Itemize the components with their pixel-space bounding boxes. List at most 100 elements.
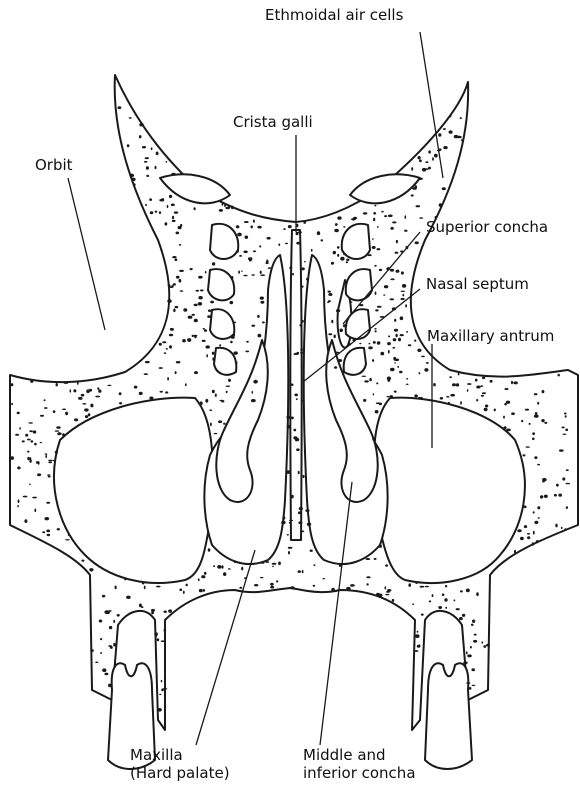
stipple-dot <box>55 451 58 454</box>
stipple-dot <box>388 350 390 354</box>
stipple-dot <box>405 215 407 219</box>
stipple-dot <box>169 334 173 337</box>
stipple-dot <box>394 391 397 393</box>
stipple-dot <box>535 412 538 415</box>
stipple-dot <box>417 645 421 648</box>
stipple-dot <box>401 298 405 300</box>
stipple-dot <box>386 591 390 593</box>
stipple-dot <box>559 449 564 451</box>
stipple-dot <box>91 649 94 652</box>
stipple-dot <box>566 506 568 509</box>
stipple-dot <box>171 204 175 207</box>
stipple-dot <box>44 517 49 520</box>
right-tooth <box>425 663 472 769</box>
stipple-dot <box>81 560 84 562</box>
stipple-dot <box>212 390 215 393</box>
stipple-dot <box>486 644 490 647</box>
stipple-dot <box>471 624 474 626</box>
stipple-dot <box>222 203 224 206</box>
stipple-dot <box>334 335 336 339</box>
stipple-dot <box>457 136 462 139</box>
stipple-dot <box>164 611 167 613</box>
label-middle-concha-line1: Middle and <box>303 747 386 764</box>
stipple-dot <box>265 561 269 563</box>
stipple-dot <box>532 432 535 435</box>
stipple-dot <box>340 329 343 333</box>
stipple-dot <box>313 585 316 587</box>
stipple-dot <box>164 629 166 633</box>
stipple-dot <box>534 521 538 524</box>
stipple-dot <box>376 402 380 404</box>
stipple-dot <box>251 225 253 228</box>
stipple-dot <box>171 285 174 287</box>
stipple-dot <box>466 589 470 593</box>
stipple-dot <box>198 302 203 306</box>
stipple-dot <box>126 596 131 599</box>
stipple-dot <box>421 614 424 616</box>
stipple-dot <box>554 494 557 497</box>
stipple-dot <box>48 476 51 478</box>
stipple-dot <box>460 401 462 404</box>
stipple-dot <box>289 522 291 524</box>
stipple-dot <box>416 205 421 207</box>
stipple-dot <box>206 345 210 348</box>
stipple-dot <box>33 430 37 433</box>
stipple-dot <box>333 251 336 255</box>
stipple-dot <box>179 270 184 272</box>
stipple-dot <box>396 240 398 243</box>
stipple-dot <box>446 396 449 398</box>
stipple-dot <box>119 392 122 395</box>
stipple-dot <box>98 389 101 392</box>
stipple-dot <box>414 340 416 342</box>
stipple-dot <box>259 245 261 247</box>
stipple-dot <box>144 586 146 590</box>
stipple-dot <box>414 394 418 397</box>
stipple-dot <box>373 218 375 222</box>
stipple-dot <box>139 123 143 126</box>
stipple-dot <box>523 506 526 509</box>
stipple-dot <box>542 390 545 393</box>
stipple-dot <box>340 257 344 261</box>
stipple-dot <box>299 507 303 510</box>
stipple-dot <box>475 379 478 382</box>
stipple-dot <box>306 278 309 281</box>
stipple-dot <box>381 211 383 213</box>
stipple-dot <box>231 206 234 210</box>
stipple-dot <box>224 205 226 207</box>
stipple-dot <box>369 378 372 381</box>
label-maxilla-line1: Maxilla <box>130 747 183 764</box>
stipple-dot <box>405 304 407 307</box>
stipple-dot <box>278 562 281 566</box>
stipple-dot <box>260 297 264 300</box>
stipple-dot <box>337 254 339 257</box>
stipple-dot <box>394 319 396 322</box>
stipple-dot <box>212 352 215 355</box>
stipple-dot <box>183 308 187 311</box>
stipple-dot <box>406 331 408 333</box>
stipple-dot <box>561 527 563 529</box>
stipple-dot <box>449 130 453 133</box>
stipple-dot <box>366 558 371 560</box>
stipple-dot <box>70 389 72 392</box>
stipple-dot <box>434 154 438 158</box>
stipple-dot <box>443 128 446 130</box>
stipple-dot <box>243 251 247 254</box>
stipple-dot <box>303 221 306 224</box>
stipple-dot <box>252 391 254 394</box>
stipple-dot <box>469 687 472 690</box>
stipple-dot <box>456 608 460 610</box>
stipple-dot <box>199 589 203 592</box>
stipple-dot <box>288 225 292 228</box>
stipple-dot <box>239 255 242 257</box>
stipple-dot <box>179 279 182 283</box>
stipple-dot <box>183 591 185 594</box>
stipple-dot <box>157 638 160 641</box>
label-maxillary-antrum: Maxillary antrum <box>427 328 554 345</box>
stipple-dot <box>213 565 215 567</box>
stipple-dot <box>390 269 394 272</box>
stipple-dot <box>44 399 46 401</box>
stipple-dot <box>234 561 237 564</box>
stipple-dot <box>458 373 460 376</box>
stipple-dot <box>223 423 226 425</box>
stipple-dot <box>131 178 136 182</box>
